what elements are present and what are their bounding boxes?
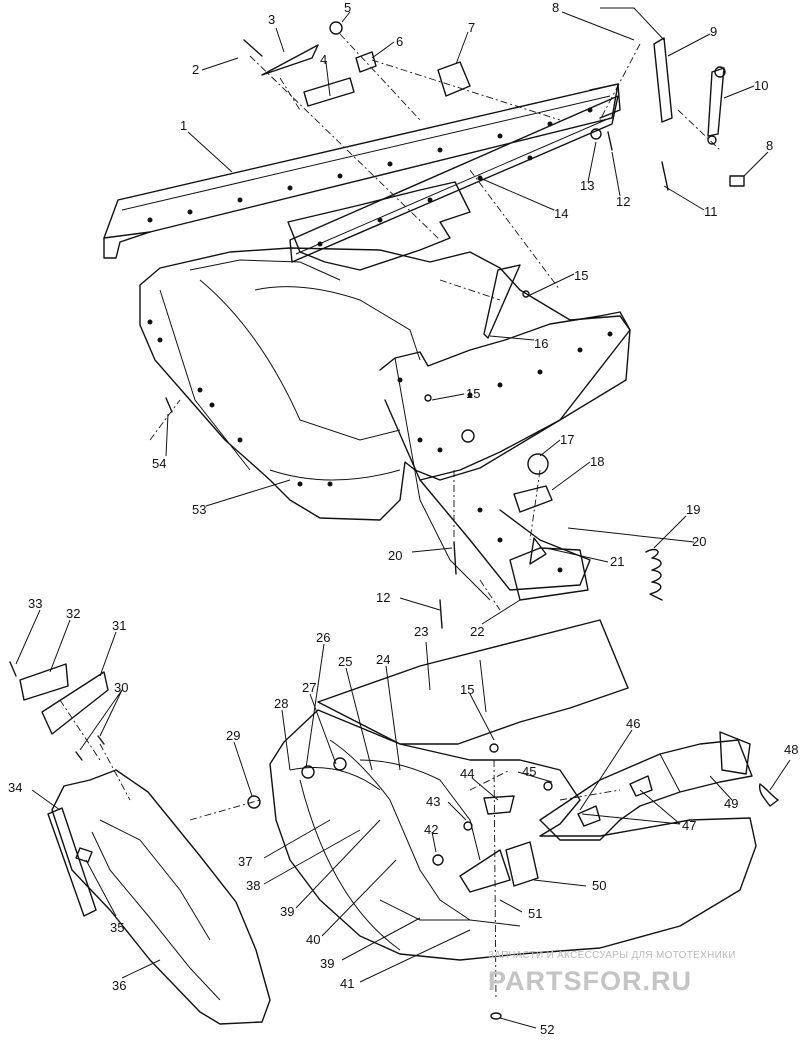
callout-4: 4 [320, 52, 327, 67]
callout-46: 46 [626, 716, 640, 731]
plate-part-23 [317, 619, 629, 745]
assembly-lines-top [149, 33, 721, 611]
strip-part-32 [19, 663, 69, 701]
callout-41: 41 [340, 976, 354, 991]
callout-8a: 8 [552, 0, 559, 15]
callout-11: 11 [704, 204, 718, 219]
callout-16: 16 [534, 336, 548, 351]
callout-37: 37 [238, 854, 252, 869]
callout-12a: 12 [616, 194, 630, 209]
callout-40: 40 [306, 932, 320, 947]
callout-38: 38 [246, 878, 260, 893]
callout-53: 53 [192, 502, 206, 517]
callout-32: 32 [66, 606, 80, 621]
callout-5: 5 [344, 0, 351, 15]
watermark-brand: PARTSFOR.RU [488, 966, 692, 996]
callout-9: 9 [710, 24, 717, 39]
callout-12b: 12 [376, 590, 390, 605]
callout-39b: 39 [320, 956, 334, 971]
callout-14: 14 [554, 206, 568, 221]
small-hardware-top [243, 21, 745, 191]
callout-25: 25 [338, 654, 352, 669]
trim-part-31 [41, 671, 109, 735]
spring-part-19 [645, 548, 663, 601]
callout-8b: 8 [766, 138, 773, 153]
callout-54: 54 [152, 456, 166, 471]
callout-19: 19 [686, 502, 700, 517]
callout-36: 36 [112, 978, 126, 993]
callout-10: 10 [754, 78, 768, 93]
callout-21: 21 [610, 554, 624, 569]
callout-49: 49 [724, 796, 738, 811]
callout-52: 52 [540, 1022, 554, 1037]
rail-part-1 [103, 83, 621, 259]
callout-35: 35 [110, 920, 124, 935]
leader-lines [15, 7, 791, 1029]
callout-7: 7 [468, 20, 475, 35]
small-hardware-bottom [75, 735, 779, 1020]
callout-20b: 20 [388, 548, 402, 563]
bumper-part-36 [47, 769, 271, 1025]
callout-48: 48 [784, 742, 798, 757]
side-panel-part-49 [539, 739, 753, 841]
callout-29: 29 [226, 728, 240, 743]
callout-39a: 39 [280, 904, 294, 919]
callout-1: 1 [180, 118, 187, 133]
bracket-part-22 [509, 547, 589, 601]
upper-assembly [103, 21, 745, 629]
callout-30: 30 [114, 680, 128, 695]
callout-45: 45 [522, 764, 536, 779]
callout-15c: 15 [460, 682, 474, 697]
callout-18: 18 [590, 454, 604, 469]
callout-50: 50 [592, 878, 606, 893]
callout-24: 24 [376, 652, 390, 667]
callout-26: 26 [316, 630, 330, 645]
callout-42: 42 [424, 822, 438, 837]
callout-44: 44 [460, 766, 474, 781]
callout-31: 31 [112, 618, 126, 633]
callout-15b: 15 [466, 386, 480, 401]
callout-51: 51 [528, 906, 542, 921]
rail-part-14 [289, 95, 619, 263]
callout-23: 23 [414, 624, 428, 639]
callout-33: 33 [28, 596, 42, 611]
skid-plate [287, 181, 471, 271]
callout-34: 34 [8, 780, 22, 795]
callout-27: 27 [302, 680, 316, 695]
callout-15a: 15 [574, 268, 588, 283]
callout-3: 3 [268, 12, 275, 27]
hood-body [269, 709, 757, 961]
small-hardware-middle [165, 264, 553, 629]
callout-2: 2 [192, 62, 199, 77]
callout-17: 17 [560, 432, 574, 447]
callout-43: 43 [426, 794, 440, 809]
callout-6: 6 [396, 34, 403, 49]
callout-labels: 1 2 3 4 5 6 7 8 8 9 10 11 12 12 13 14 15… [8, 0, 798, 1037]
callout-22: 22 [470, 624, 484, 639]
callout-28: 28 [274, 696, 288, 711]
callout-20a: 20 [692, 534, 706, 549]
callout-13: 13 [580, 178, 594, 193]
watermark-tagline: ЗАПЧАСТИ И АКСЕССУАРЫ ДЛЯ МОТОТЕХНИКИ [488, 950, 736, 961]
watermark: ЗАПЧАСТИ И АКСЕССУАРЫ ДЛЯ МОТОТЕХНИКИ PA… [488, 950, 736, 996]
callout-47: 47 [682, 818, 696, 833]
tunnel-part-53 [139, 247, 631, 601]
